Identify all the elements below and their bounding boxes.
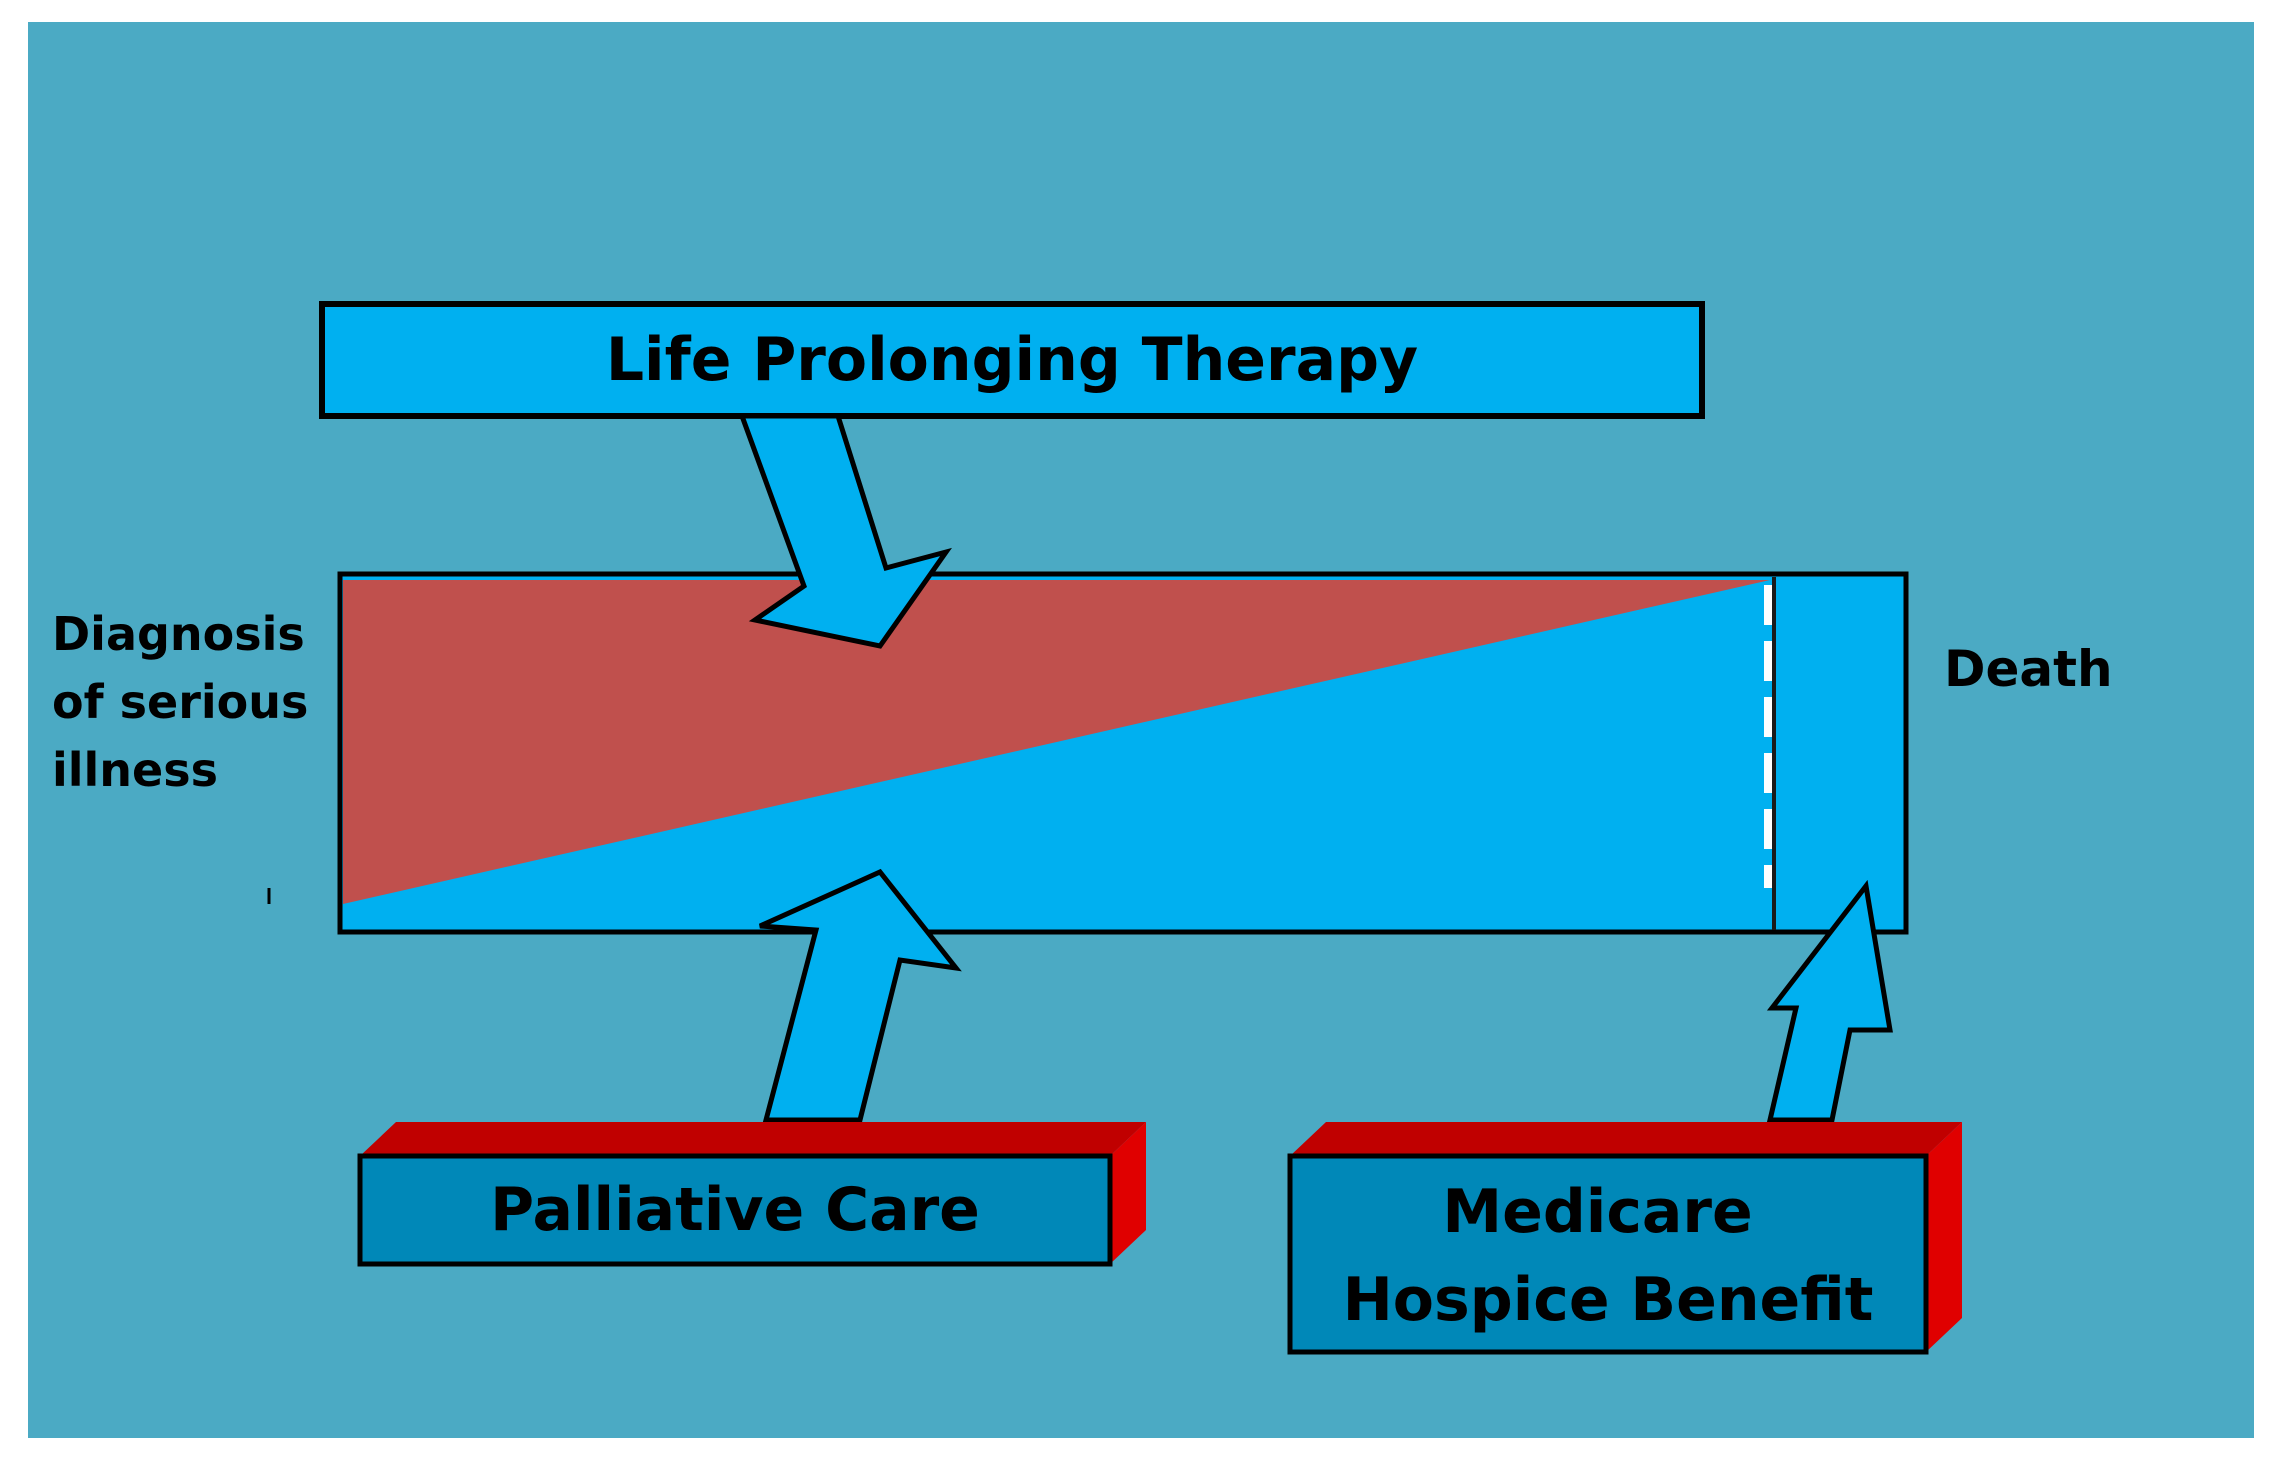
- therapy-wedge: [343, 580, 1770, 904]
- palliative-box-top: [360, 1122, 1146, 1156]
- diagnosis-label-line-3: illness: [52, 743, 218, 797]
- diagnosis-label: Diagnosis of serious illness: [52, 607, 324, 797]
- hospice-box: [1287, 1153, 1929, 1355]
- diagnosis-label-line-1: Diagnosis: [52, 607, 305, 661]
- diagnosis-label-line-2: of serious: [52, 675, 308, 729]
- palliative-box-label: Palliative Care: [490, 1175, 980, 1245]
- palliative-arrow: [758, 868, 962, 1123]
- therapy-box-label: Life Prolonging Therapy: [606, 325, 1418, 395]
- hospice-box-side: [1926, 1122, 1962, 1352]
- palliative-box: [357, 1153, 1113, 1267]
- hospice-box-label: Medicare Hospice Benefit: [1343, 1177, 1874, 1335]
- hospice-box-label-line-2: Hospice Benefit: [1343, 1265, 1874, 1335]
- therapy-box: [319, 301, 1705, 419]
- hospice-box-top: [1290, 1122, 1962, 1156]
- hospice-box-label-line-1: Medicare: [1442, 1177, 1752, 1247]
- therapy-arrow: [738, 413, 952, 649]
- hospice-arrow: [1766, 879, 1893, 1123]
- death-label: Death: [1944, 640, 2113, 698]
- palliative-box-side: [1110, 1122, 1146, 1264]
